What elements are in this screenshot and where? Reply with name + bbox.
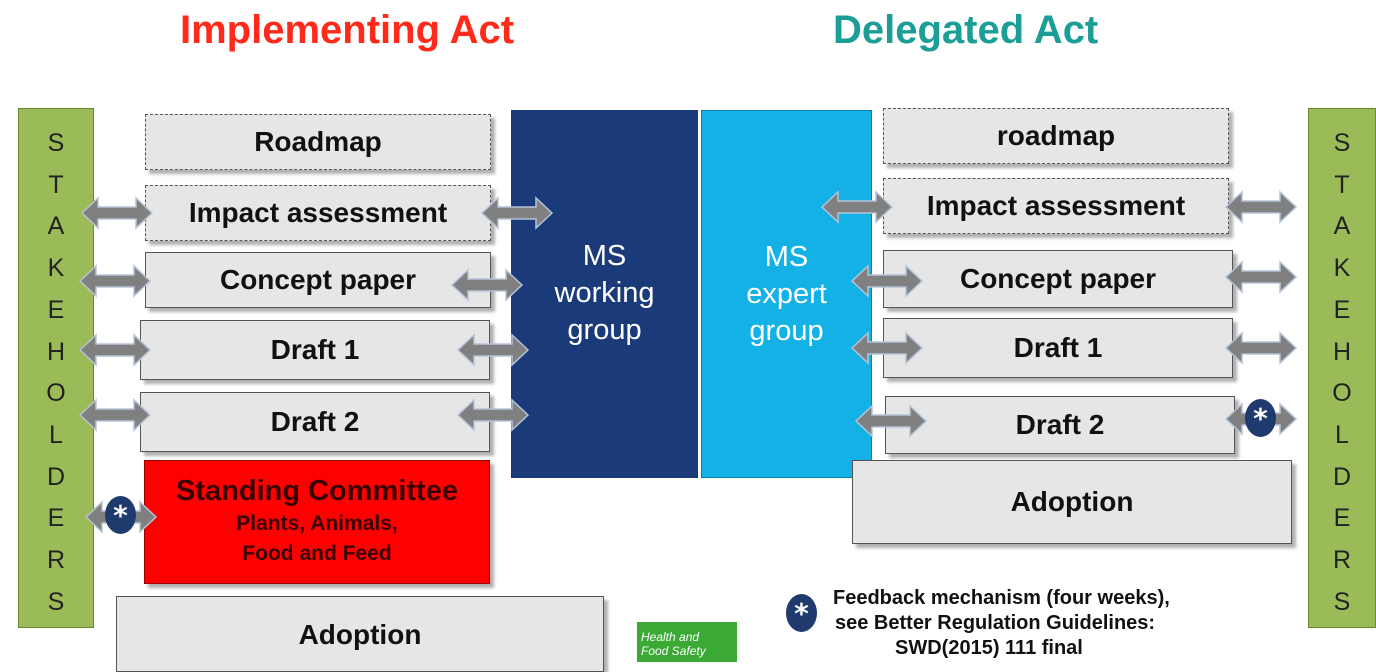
stakeholder-letter: O <box>1332 379 1352 408</box>
stakeholder-letter: H <box>46 337 66 366</box>
right-impact-assessment-box: Impact assessment <box>883 178 1229 234</box>
stakeholder-letter: H <box>1332 337 1352 366</box>
double-arrow-icon <box>457 334 529 366</box>
working-group-line-3: group <box>567 314 642 346</box>
stakeholder-letter: S <box>1333 587 1351 616</box>
left-draft-1-box: Draft 1 <box>140 320 490 380</box>
stakeholder-letter: L <box>1335 421 1349 450</box>
delegated-act-title: Delegated Act <box>833 8 1099 52</box>
footnote-line-3: SWD(2015) 111 final <box>895 637 1083 659</box>
double-arrow-icon <box>81 197 153 229</box>
stakeholder-letter: A <box>47 212 65 241</box>
double-arrow-icon <box>79 334 151 366</box>
expert-group-line-2: expert <box>746 278 827 310</box>
left-impact-assessment-box: Impact assessment <box>145 185 491 241</box>
stakeholders-left-column: S T A K E H O L D E R S <box>18 108 94 628</box>
right-roadmap-box: roadmap <box>883 108 1229 164</box>
double-arrow-icon <box>1225 261 1297 293</box>
expert-group-line-1: MS <box>764 241 809 273</box>
double-arrow-icon <box>451 269 523 301</box>
stakeholder-letter: T <box>1334 170 1350 199</box>
stakeholder-letter: K <box>47 254 65 283</box>
right-draft-2-box: Draft 2 <box>885 396 1235 454</box>
stakeholder-letter: R <box>1332 546 1352 575</box>
footnote-line-2: see Better Regulation Guidelines: <box>835 612 1156 634</box>
double-arrow-icon <box>1225 191 1297 223</box>
stakeholder-letter: A <box>1333 212 1351 241</box>
logo-line-1: Health and <box>641 630 700 644</box>
double-arrow-icon <box>481 197 553 229</box>
committee-subtitle-1: Plants, Animals, <box>236 512 398 535</box>
stakeholder-letter: T <box>48 170 64 199</box>
stakeholder-letter: D <box>46 462 66 491</box>
right-draft-1-box: Draft 1 <box>883 318 1233 378</box>
stakeholder-letter: K <box>1333 254 1351 283</box>
right-adoption-box: Adoption <box>852 460 1292 544</box>
double-arrow-icon <box>851 332 923 364</box>
stakeholder-letter: S <box>47 129 65 157</box>
stakeholder-letter: R <box>46 546 66 575</box>
committee-subtitle-2: Food and Feed <box>242 542 392 565</box>
logo-line-2: Food Safety <box>641 644 706 658</box>
working-group-line-1: MS <box>582 240 627 272</box>
stakeholder-letter: L <box>49 421 63 450</box>
stakeholder-letter: O <box>46 379 66 408</box>
double-arrow-icon <box>79 265 151 297</box>
double-arrow-icon <box>851 265 923 297</box>
health-food-safety-logo: Health and Food Safety <box>637 622 737 662</box>
left-concept-paper-box: Concept paper <box>145 252 491 308</box>
left-roadmap-box: Roadmap <box>145 114 491 170</box>
stakeholder-letter: D <box>1332 462 1352 491</box>
stakeholder-letter: E <box>1333 504 1351 533</box>
double-arrow-icon <box>855 405 927 437</box>
left-draft-2-box: Draft 2 <box>140 392 490 452</box>
double-arrow-icon <box>79 399 151 431</box>
working-group-line-2: working <box>554 277 655 309</box>
footnote-line-1: Feedback mechanism (four weeks), <box>833 587 1170 609</box>
double-arrow-icon <box>1225 332 1297 364</box>
stakeholder-letter: E <box>1333 295 1351 324</box>
standing-committee-box: Standing Committee Plants, Animals, Food… <box>144 460 490 584</box>
ms-expert-group: MS expert group <box>701 110 872 478</box>
stakeholders-right-column: S T A K E H O L D E R S <box>1308 108 1376 628</box>
double-arrow-icon <box>821 191 893 223</box>
stakeholder-letter: E <box>47 295 65 324</box>
committee-title: Standing Committee <box>176 475 458 507</box>
double-arrow-icon <box>457 399 529 431</box>
stakeholder-letter: S <box>47 587 65 616</box>
feedback-footnote: Feedback mechanism (four weeks), see Bet… <box>825 586 1285 661</box>
ms-working-group: MS working group <box>511 110 698 478</box>
left-adoption-box: Adoption <box>116 596 604 672</box>
implementing-act-title: Implementing Act <box>180 8 515 52</box>
feedback-asterisk-legend: * <box>786 594 817 632</box>
stakeholder-letter: S <box>1333 129 1351 157</box>
feedback-asterisk-left: * <box>105 496 136 534</box>
stakeholder-letter: E <box>47 504 65 533</box>
feedback-asterisk-right: * <box>1245 399 1276 437</box>
expert-group-line-3: group <box>749 315 824 347</box>
right-concept-paper-box: Concept paper <box>883 250 1233 308</box>
